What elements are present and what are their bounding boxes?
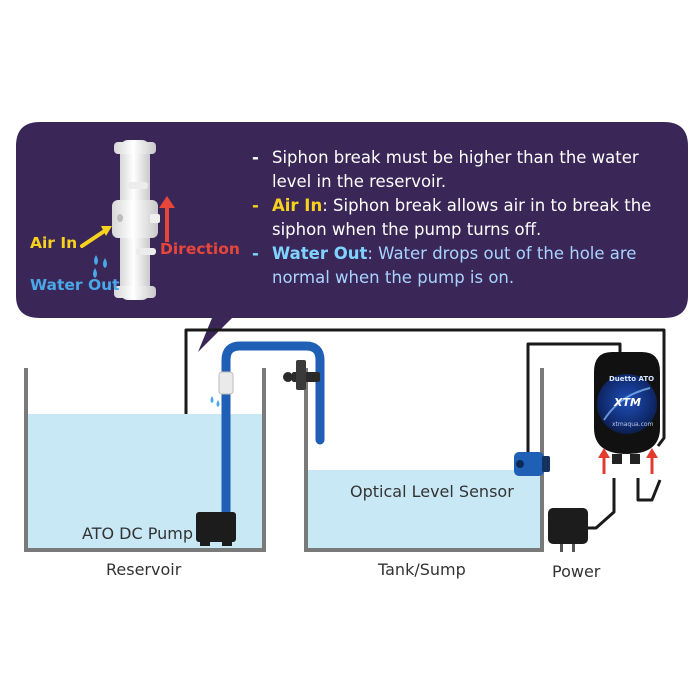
note-air-in: - Air In: Siphon break allows air in to … <box>252 194 672 242</box>
tank-sump <box>304 368 544 552</box>
power-label: Power <box>552 562 601 581</box>
air-in-arrow <box>80 226 112 248</box>
hose-siphon-break <box>210 371 234 407</box>
tank-label: Tank/Sump <box>378 560 466 579</box>
controller-logo: XTM <box>614 396 641 409</box>
water-drops <box>93 255 107 278</box>
controller-url: xtmaqua.com <box>612 421 654 428</box>
ato-dc-pump <box>196 512 236 546</box>
water-out-label: Water Out <box>30 276 120 294</box>
pump-label: ATO DC Pump <box>82 524 193 543</box>
reservoir-label: Reservoir <box>106 560 182 579</box>
direction-arrow <box>159 196 175 242</box>
hose-clip <box>283 360 320 390</box>
controller-name: Duetto ATO <box>609 375 655 383</box>
bullet-dash: - <box>252 148 259 167</box>
power-arrows <box>598 448 658 474</box>
bullet-dash: - <box>252 196 259 215</box>
note-text: Siphon break must be higher than the wat… <box>272 148 639 191</box>
air-in-label: Air In <box>30 234 78 252</box>
blue-hose <box>221 341 325 517</box>
callout-notes: - Siphon break must be higher than the w… <box>252 146 672 290</box>
siphon-break-pipe <box>112 140 160 300</box>
optical-level-sensor <box>514 452 550 476</box>
direction-label: Direction <box>160 240 240 258</box>
duetto-ato-controller <box>594 352 660 464</box>
note-keyword: Air In <box>272 196 323 215</box>
bullet-dash: - <box>252 244 259 263</box>
power-adapter <box>548 508 588 552</box>
callout-bubble <box>16 122 688 352</box>
note-siphon-height: - Siphon break must be higher than the w… <box>252 146 672 194</box>
note-text: : Water drops out of the hole are normal… <box>272 244 637 287</box>
note-keyword: Water Out <box>272 244 368 263</box>
note-water-out: - Water Out: Water drops out of the hole… <box>252 242 672 290</box>
note-text: : Siphon break allows air in to break th… <box>272 196 652 239</box>
sensor-label: Optical Level Sensor <box>350 482 514 501</box>
